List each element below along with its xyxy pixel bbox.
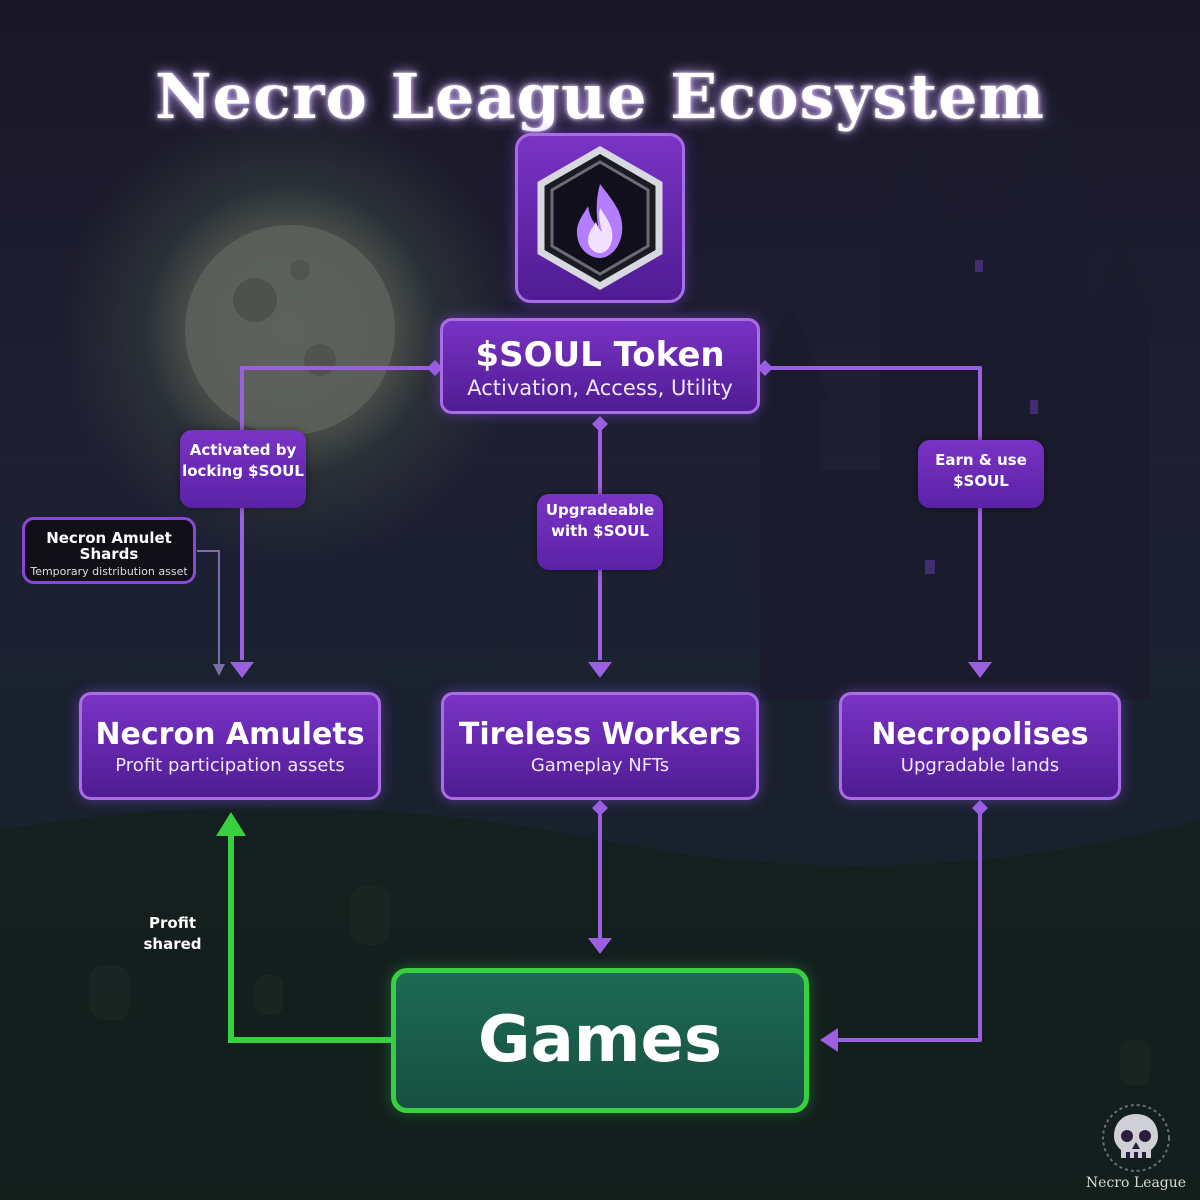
tombstones [90, 885, 1150, 1085]
skull-emblem-icon [1102, 1104, 1170, 1172]
soul-token-subtitle: Activation, Access, Utility [467, 376, 733, 400]
necron-amulets-node: Necron Amulets Profit participation asse… [79, 692, 381, 800]
arrow-head-workers [588, 662, 612, 678]
arrow-head-games-top [588, 938, 612, 954]
label-activated-by-locking: Activated by locking $SOUL [180, 430, 306, 508]
necropolises-title: Necropolises [871, 717, 1089, 752]
arrow-head-games-right [820, 1028, 838, 1052]
label-profit-shared: Profit shared [143, 914, 202, 953]
page-title: Necro League Ecosystem [154, 59, 1046, 133]
arrow-head-necropolises [968, 662, 992, 678]
necropolises-node: Necropolises Upgradable lands [839, 692, 1121, 800]
soul-token-title: $SOUL Token [475, 335, 725, 375]
soul-token-node: $SOUL Token Activation, Access, Utility [440, 318, 760, 414]
line-token-necropolises [765, 366, 982, 660]
tireless-workers-node: Tireless Workers Gameplay NFTs [441, 692, 759, 800]
amulet-shards-title: Necron Amulet Shards [46, 529, 172, 563]
line-shards-amulets [197, 550, 220, 666]
necron-amulets-subtitle: Profit participation assets [115, 755, 345, 776]
arrow-head-profit [216, 812, 246, 836]
label-upgradeable-with-soul: Upgradeable with $SOUL [537, 494, 663, 570]
games-node: Games [391, 968, 809, 1113]
necron-amulets-title: Necron Amulets [95, 717, 365, 752]
label-earn-and-use: Earn & use $SOUL [918, 440, 1044, 508]
amulet-shards-subtitle: Temporary distribution asset [30, 565, 188, 578]
soul-token-icon-tile [515, 133, 685, 303]
brand-name: Necro League [1085, 1175, 1187, 1191]
necropolises-subtitle: Upgradable lands [900, 755, 1060, 776]
amulet-shards-node: Necron Amulet Shards Temporary distribut… [22, 517, 196, 584]
arrow-head-amulets [230, 662, 254, 678]
line-games-amulets [228, 832, 391, 1043]
games-title: Games [478, 1003, 722, 1077]
tireless-workers-title: Tireless Workers [458, 717, 742, 752]
soul-flame-icon [537, 145, 663, 291]
line-necropolises-games [838, 808, 982, 1042]
line-token-amulets [240, 366, 435, 660]
moon [185, 225, 395, 435]
tireless-workers-subtitle: Gameplay NFTs [530, 755, 670, 776]
